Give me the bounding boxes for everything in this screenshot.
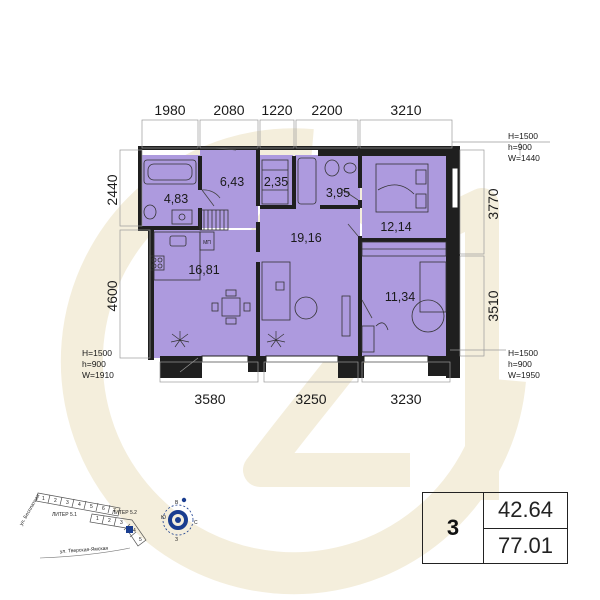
door-swings: [201, 147, 373, 319]
svg-text:5: 5: [90, 504, 93, 510]
room-kitchen: [152, 230, 260, 358]
street-label: ул. Тверская-Ямская: [60, 546, 109, 555]
building-5-2-label: ЛИТЕР 5.2: [112, 510, 137, 516]
building-5-1-sections: 1 2 3 4 5 6 7: [42, 496, 116, 514]
wc-bathtub: [297, 157, 317, 205]
window-bedroom-2: [363, 355, 429, 363]
street-label-2: ул. Бесплатная: [19, 493, 42, 527]
svg-text:6: 6: [102, 506, 105, 512]
toilet: [143, 204, 157, 220]
dim-top-3: 1220: [261, 102, 292, 118]
plants: [170, 331, 286, 348]
bottom-dimensions: 3580 3250 3230: [194, 391, 421, 407]
window-bedroom-1: [451, 167, 459, 209]
svg-text:W=1950: W=1950: [508, 370, 540, 380]
area-bedroom-2: 11,34: [385, 290, 415, 304]
svg-text:H=1500: H=1500: [82, 348, 112, 358]
side-dimensions: 2440 4600 3770 3510: [104, 174, 501, 321]
compass: С Ю З В: [161, 497, 198, 543]
fixtures: [143, 157, 447, 353]
svg-text:5: 5: [139, 537, 142, 543]
window-note-right-top: H=1500 h=900 W=1440: [508, 131, 540, 163]
dim-top-5: 3210: [390, 102, 421, 118]
dim-right-1: 3770: [485, 188, 501, 219]
total-area: 77.01: [497, 532, 554, 558]
svg-text:h=900: h=900: [82, 359, 106, 369]
area-values: 42.64 77.01: [484, 493, 567, 563]
compass-east: В: [175, 500, 179, 506]
room-count: 3: [423, 493, 484, 563]
bed-2: [419, 261, 447, 313]
dim-bottom-3: 3230: [390, 391, 421, 407]
svg-text:W=1910: W=1910: [82, 370, 114, 380]
building-5-1: [35, 492, 121, 517]
svg-text:H=1500: H=1500: [508, 131, 538, 141]
room-bathroom: [140, 155, 200, 230]
apartment-summary: 3 42.64 77.01: [422, 492, 568, 564]
building-5-2-sections: 1 2 3 4 5: [96, 516, 142, 543]
sofa: [261, 261, 291, 321]
dim-bottom-2: 3250: [295, 391, 326, 407]
dim-top-1: 1980: [154, 102, 185, 118]
dim-left-2: 4600: [104, 280, 120, 311]
svg-text:4: 4: [133, 528, 136, 534]
room-bedroom-1: [362, 155, 450, 239]
area-kitchen: 16,81: [188, 263, 219, 277]
room-hall: [200, 150, 258, 228]
living-area: 42.64: [484, 493, 567, 529]
area-closet: 2,35: [264, 175, 288, 189]
window-note-left-bottom: H=1500 h=900 W=1910: [82, 348, 114, 380]
room-closet: [260, 155, 293, 207]
compass-west: З: [175, 537, 178, 543]
area-bedroom-1: 12,14: [380, 220, 411, 234]
svg-text:7: 7: [113, 508, 116, 514]
dim-right-2: 3510: [485, 290, 501, 321]
room-bedroom-2: [362, 242, 450, 356]
svg-text:3: 3: [66, 500, 69, 506]
svg-text:4: 4: [78, 502, 81, 508]
room-areas: 4,83 6,43 2,35 3,95 12,14 19,16 16,81 11…: [164, 175, 415, 304]
room-living: [260, 207, 360, 357]
dim-left-1: 2440: [104, 174, 120, 205]
microwave-label: МП: [203, 240, 211, 246]
room-wc: [295, 155, 360, 207]
svg-text:1: 1: [42, 496, 45, 502]
compass-south: Ю: [161, 515, 166, 521]
area-hall: 6,43: [220, 175, 244, 189]
svg-text:3: 3: [120, 520, 123, 526]
svg-text:H=1500: H=1500: [508, 348, 538, 358]
svg-text:2: 2: [54, 498, 57, 504]
compass-north: С: [194, 520, 198, 526]
svg-text:W=1440: W=1440: [508, 153, 540, 163]
bed-1: [375, 163, 429, 213]
wardrobe-closet: [261, 159, 289, 205]
room-fills: [140, 150, 450, 358]
dimension-lines: [119, 119, 550, 383]
svg-text:h=900: h=900: [508, 359, 532, 369]
dining-table: [221, 297, 241, 317]
top-dimensions: 1980 2080 1220 2200 3210: [154, 102, 421, 118]
svg-text:h=900: h=900: [508, 142, 532, 152]
area-wc: 3,95: [326, 186, 350, 200]
svg-text:2: 2: [108, 518, 111, 524]
bathtub: [143, 159, 197, 185]
rug: [411, 299, 445, 333]
window-living: [265, 355, 339, 363]
dim-bottom-1: 3580: [194, 391, 225, 407]
window-note-right-bottom: H=1500 h=900 W=1950: [508, 348, 540, 380]
svg-text:1: 1: [96, 516, 99, 522]
dim-top-2: 2080: [213, 102, 244, 118]
dim-top-4: 2200: [311, 102, 342, 118]
coffee-table: [294, 296, 318, 320]
window-kitchen: [201, 355, 249, 363]
selected-section-marker: [126, 526, 133, 533]
area-bathroom: 4,83: [164, 192, 188, 206]
area-living: 19,16: [290, 231, 321, 245]
building-5-1-label: ЛИТЕР 5.1: [52, 512, 77, 518]
